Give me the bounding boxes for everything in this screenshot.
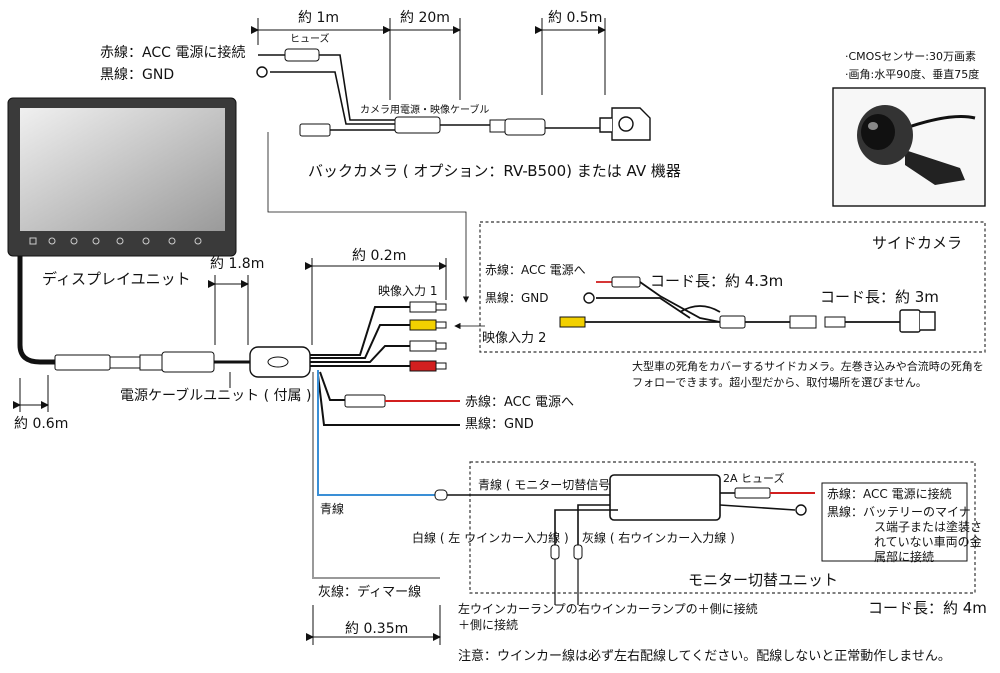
middle-red-acc: 赤線：ACC 電源へ	[465, 394, 574, 410]
switch-cord: コード長：約 4m	[868, 599, 987, 617]
side-cord1: コード長：約 4.3m	[650, 272, 783, 290]
leader-line	[267, 132, 470, 303]
side-red-acc: 赤線：ACC 電源へ	[485, 262, 586, 277]
gray-line-label: 灰線：ディマー線	[318, 584, 421, 600]
switch-gray-line: 灰線 ( 右ウインカー入力線 )	[582, 530, 735, 545]
rca-white	[409, 340, 437, 352]
fuse-2a-label: 2A ヒューズ	[723, 471, 784, 485]
len-18m: 約 1.8m	[210, 256, 264, 272]
left-lamp-2: ＋側に接続	[458, 617, 518, 632]
len-20m: 約 20m	[400, 10, 450, 26]
camera-spec-1: ·CMOSセンサー:30万画素	[845, 50, 976, 63]
rca-red	[409, 360, 437, 372]
switch-black-3: れていない車両の金	[874, 534, 982, 549]
fuse-holder	[284, 48, 320, 62]
switch-unit-title: モニター切替ユニット	[688, 571, 838, 589]
camera-cable-label: カメラ用電源・映像ケーブル	[360, 103, 489, 116]
video-in2-label: 映像入力 2	[482, 331, 546, 346]
side-rca-yellow	[559, 316, 586, 328]
acc-connector	[344, 394, 386, 408]
power-plug	[139, 354, 163, 371]
power-unit-label: 電源ケーブルユニット ( 付属 )	[120, 387, 311, 404]
side-camera-icon	[899, 309, 936, 333]
len-02m: 約 0.2m	[352, 248, 406, 264]
switch-black-1: 黒線：バッテリーのマイナ	[827, 504, 971, 519]
rca-video1-white	[409, 301, 437, 313]
top-red-acc: 赤線：ACC 電源に接続	[100, 44, 245, 61]
top-black-gnd: 黒線：GND	[100, 67, 174, 83]
switch-black-4: 属部に接続	[874, 549, 934, 564]
len-1m: 約 1m	[298, 10, 339, 26]
cable-connector	[394, 116, 441, 134]
junction-box	[249, 346, 311, 378]
dimension-bottom	[306, 605, 441, 645]
switch-ring-terminal-icon	[795, 504, 807, 516]
switch-white-line: 白線 ( 左 ウインカー入力線 )	[412, 530, 569, 545]
camera-connector	[504, 118, 546, 136]
caution-note: 注意：ウインカー線は必ず左右配線してください。配線しないと正常動作しません。	[458, 648, 951, 664]
display-plug	[54, 354, 111, 371]
side-camera-title: サイドカメラ	[872, 234, 962, 252]
back-camera-icon	[599, 107, 651, 141]
switch-red-acc: 赤線：ACC 電源に接続	[827, 486, 952, 501]
side-ring-terminal-icon	[583, 292, 595, 304]
display-screen	[20, 108, 225, 231]
blue-wire	[317, 370, 435, 496]
camera-spec-2: ·画角:水平90度、垂直75度	[845, 67, 979, 81]
switch-unit-box	[469, 461, 976, 594]
left-lamp-1: 左ウインカーランプの	[458, 601, 578, 616]
side-desc-1: 大型車の死角をカバーするサイドカメラ。左巻き込みや合流時の死角を	[632, 359, 984, 373]
display-unit-label: ディスプレイユニット	[42, 270, 191, 288]
dimension-top	[251, 18, 606, 100]
len-035m: 約 0.35m	[345, 621, 408, 637]
rca-video1-yellow	[409, 319, 437, 331]
mini-camera-photo	[857, 105, 976, 185]
switch-note-box	[821, 482, 968, 562]
top-wires	[258, 54, 610, 131]
switch-blue-desc: 青線 ( モニター切替信号線 )	[478, 477, 631, 492]
rca-plug	[299, 123, 331, 137]
side-desc-2: フォローできます。超小型だから、取付場所を選びません。	[632, 375, 927, 389]
display-plug-end	[109, 356, 141, 369]
switch-unit-body	[609, 474, 721, 521]
right-lamp: 右ウインカーランプの＋側に接続	[578, 601, 758, 616]
middle-wires	[310, 306, 460, 426]
ring-terminal-icon	[256, 66, 268, 78]
dimension-middle	[305, 258, 447, 345]
middle-black-gnd: 黒線：GND	[465, 416, 534, 432]
power-cable-unit-box	[161, 351, 215, 373]
gray-wire	[312, 372, 440, 579]
display-cable	[17, 256, 55, 365]
len-05m: 約 0.5m	[548, 10, 602, 26]
dimension-display	[13, 275, 249, 412]
switch-black-2: ス端子または塗装さ	[874, 519, 982, 534]
blue-line-label: 青線	[320, 501, 344, 516]
side-camera-box	[479, 221, 986, 353]
display-buttons	[29, 237, 202, 245]
fuse-label: ヒューズ	[290, 32, 330, 45]
back-camera-label: バックカメラ ( オプション：RV-B500) または AV 機器	[308, 162, 681, 180]
video-in1-label: 映像入力 1	[378, 284, 437, 298]
side-camera-wires	[585, 281, 900, 323]
side-cord2: コード長：約 3m	[820, 288, 939, 306]
len-06m: 約 0.6m	[14, 416, 68, 432]
side-black-gnd: 黒線：GND	[485, 290, 549, 305]
